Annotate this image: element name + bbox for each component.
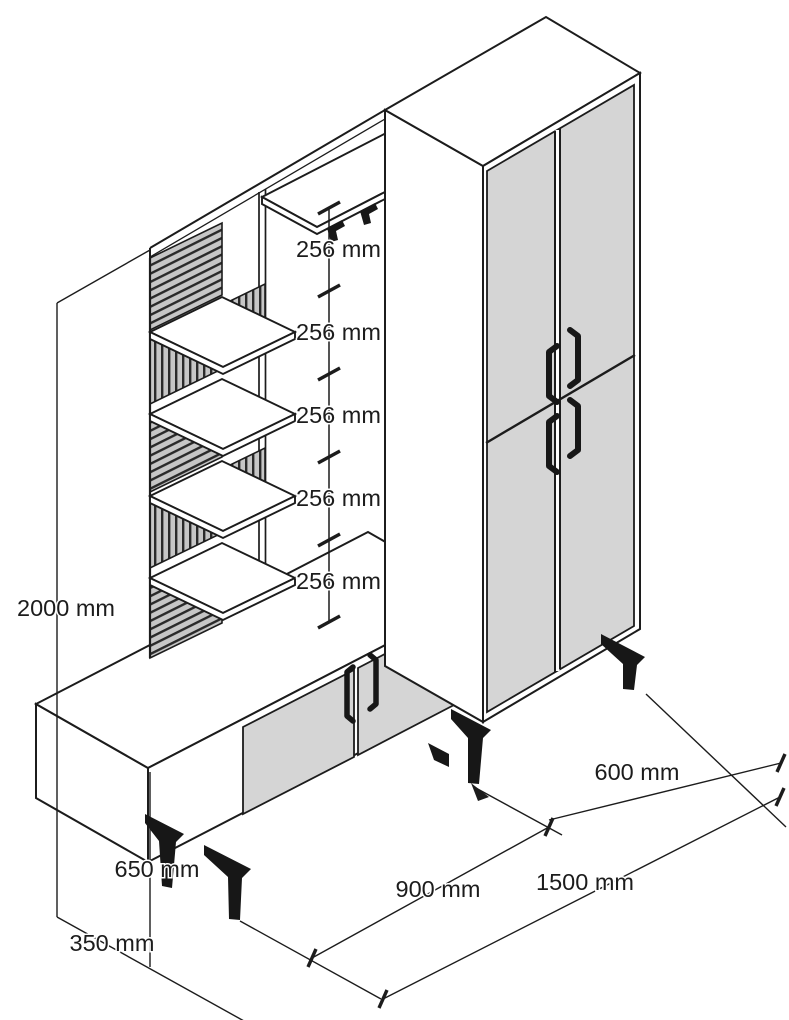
door-handle-upper-left — [546, 343, 560, 405]
dimension-depth-line — [56, 916, 244, 1020]
extension-right — [645, 693, 787, 828]
dimension-right-width-line — [548, 762, 782, 821]
dimension-shelf-chain — [317, 200, 341, 630]
cabinet-leg — [601, 634, 645, 690]
label-right-cabinet-width: 600 mm — [595, 759, 680, 785]
right-cabinet-side-panel — [384, 108, 484, 724]
label-overall-height: 2000 mm — [17, 595, 115, 621]
dimension-ticks — [306, 753, 787, 1009]
dimension-left-width-line — [311, 826, 550, 959]
label-lower-cabinet-height: 650 mm — [115, 856, 200, 882]
dimension-overall-width-line — [382, 796, 781, 1000]
shelf — [147, 541, 298, 622]
top-panel-edge — [149, 109, 386, 258]
label-shelf-gap-5: 256 mm — [296, 568, 381, 594]
right-cabinet-door-split-horizontal — [485, 353, 636, 445]
lower-cabinet-door-handle-left — [344, 664, 356, 724]
label-depth: 350 mm — [70, 930, 155, 956]
label-shelf-gap-2: 256 mm — [296, 319, 381, 345]
shelf — [147, 377, 298, 458]
door-handle-upper-right — [567, 327, 581, 389]
column-shelves — [147, 295, 298, 622]
cabinet-leg — [451, 709, 491, 784]
dimension-labels: 2000 mm 650 mm 350 mm 900 mm 1500 mm 600… — [16, 235, 681, 958]
cabinet-legs — [145, 634, 645, 920]
shelf — [147, 295, 298, 376]
coat-hook — [360, 203, 378, 225]
right-tall-cabinet — [382, 15, 642, 724]
lower-cabinet-door-left — [242, 668, 355, 816]
coat-hook — [327, 220, 345, 242]
dimension-overall-height — [56, 249, 151, 917]
shelf — [147, 459, 298, 540]
label-shelf-gap-4: 256 mm — [296, 485, 381, 511]
dimension-annotations — [56, 200, 787, 1020]
door-handle-lower-left — [546, 413, 560, 475]
cabinet-leg — [145, 814, 184, 888]
label-shelf-gap-1: 256 mm — [296, 236, 381, 262]
cabinet-leg — [204, 845, 251, 920]
label-shelf-gap-3: 256 mm — [296, 402, 381, 428]
column-divider-panel — [258, 189, 267, 600]
lower-cabinet-door-handle-right — [367, 652, 379, 712]
right-cabinet-handles — [546, 327, 581, 475]
label-overall-width: 1500 mm — [536, 869, 634, 895]
cabinet-leg — [428, 743, 449, 767]
dimension-arrowhead — [471, 783, 489, 801]
label-left-unit-width: 900 mm — [396, 876, 481, 902]
door-handle-lower-right — [567, 397, 581, 459]
